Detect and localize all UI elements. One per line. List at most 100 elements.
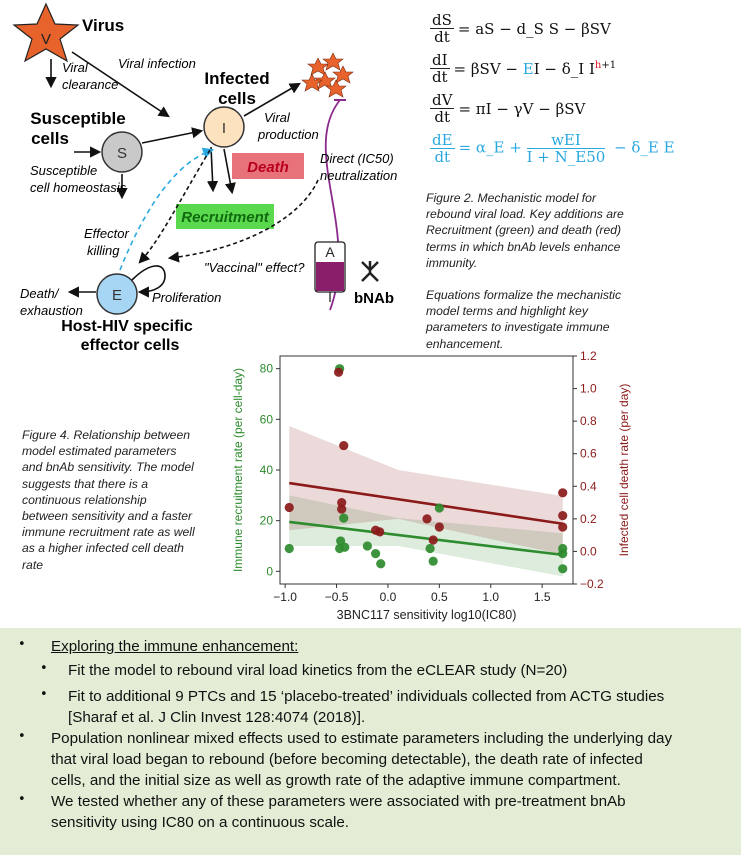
y-right-tick-label: 1.0: [580, 382, 597, 396]
data-point: [425, 543, 435, 554]
data-point: [558, 549, 568, 559]
bnab-label: bNAb: [354, 290, 394, 307]
eq2-rhs: = βSV − EI − δ_I Ih+1: [454, 60, 617, 78]
effector-killing-2: killing: [87, 243, 120, 258]
fig4-line: as a higher infected cell death: [22, 541, 184, 556]
eq4-rhs-b: − δ_E E: [609, 138, 675, 157]
infected-node: [203, 106, 245, 148]
proliferation-loop-arrow: [131, 265, 166, 298]
fig2-line: Figure 2. Mechanistic model for: [426, 191, 597, 205]
death-arrow: [223, 148, 236, 195]
susceptible-to-infected-arrow: [141, 127, 204, 144]
eq2-rhs-e: E: [522, 59, 534, 78]
vaccinal-effect-text: "Vaccinal" effect?: [204, 260, 305, 275]
y-left-tick-label: 0: [266, 564, 273, 578]
data-point: [558, 488, 568, 498]
x-tick-label: 0.5: [431, 590, 448, 604]
recruitment-box: [176, 204, 274, 229]
eq4-den: dt: [434, 148, 451, 166]
death-box: [232, 153, 304, 179]
figure2-caption: Figure 2. Mechanistic model for rebound …: [426, 190, 726, 352]
data-point: [558, 511, 568, 521]
data-point: [558, 522, 568, 532]
vaccinal-effect-arrow: [167, 179, 319, 263]
fig2-line: parameters to investigate immune: [426, 320, 610, 335]
fig2-line: enhancement.: [426, 336, 504, 351]
fig4-line: model estimated parameters: [22, 444, 177, 459]
bullet-text: Population nonlinear mixed effects used …: [51, 730, 673, 747]
susceptible-title-1: Susceptible: [30, 109, 125, 128]
y-right-tick-label: 0.8: [580, 414, 597, 428]
antibody-icon: [361, 261, 379, 282]
virion-cluster-icon: [301, 52, 354, 98]
fig4-line: suggests that there is a: [22, 476, 149, 491]
x-tick-label: −1.0: [273, 590, 297, 604]
fig2-line: model terms and highlight key: [426, 304, 588, 319]
data-point: [284, 543, 294, 554]
host-effector-title-1: Host-HIV specific: [61, 318, 193, 335]
infected-cells-title-1: Infected: [204, 69, 269, 88]
host-effector-title-2: effector cells: [81, 337, 180, 354]
x-tick-label: 0.0: [380, 590, 397, 604]
susceptible-homeostasis-2: cell homeostasis: [30, 180, 127, 195]
viral-infection-text: Viral infection: [118, 56, 196, 71]
regression-line: [289, 481, 563, 526]
recruitment-arrow: [206, 146, 219, 193]
fig2-line: immunity.: [426, 255, 478, 270]
death-exhaustion-1: Death/: [20, 286, 60, 301]
death-box-label: Death: [247, 159, 289, 176]
fig4-line: immune recruitment rate as well: [22, 525, 195, 540]
infected-node-label: I: [222, 120, 226, 137]
data-point: [340, 542, 350, 552]
confidence-band: [289, 495, 563, 577]
fig4-line: Figure 4. Relationship between: [22, 428, 191, 442]
y-left-tick-label: 40: [260, 463, 274, 477]
bullet-dot: •: [18, 637, 26, 652]
recruitment-box-label: Recruitment: [181, 209, 270, 226]
fig4-line: continuous relationship: [22, 492, 147, 507]
y-right-tick-label: −0.2: [580, 577, 604, 591]
x-tick-label: −0.5: [325, 590, 349, 604]
eq2-rhs-a: = βSV −: [453, 59, 523, 78]
eq1-den: dt: [434, 28, 450, 46]
virus-star-icon: [12, 2, 80, 63]
data-point: [339, 440, 349, 451]
data-point: [434, 522, 444, 532]
y-right-tick-label: 0.2: [580, 512, 597, 526]
virus-label: Virus: [82, 16, 124, 35]
bullet-text: We tested whether any of these parameter…: [51, 793, 626, 810]
fig2-line: rebound viral load. Key additions are: [426, 207, 624, 222]
eq2-den: dt: [431, 68, 448, 86]
data-point: [428, 535, 438, 545]
viral-clearance-text-2: clearance: [62, 77, 118, 92]
fig2-line: Recruitment (green) and death (red): [426, 223, 622, 238]
infected-cells-title-2: cells: [218, 89, 256, 108]
viral-clearance-text-1: Viral: [62, 60, 89, 75]
fig4-line: and bnAb sensitivity. The model: [22, 460, 194, 475]
eq2-rhs-b: I − δ_I I: [533, 59, 595, 78]
bullet-text: that viral load began to rebound (before…: [51, 751, 643, 768]
eq1-num: dS: [430, 11, 454, 29]
data-point: [428, 556, 438, 566]
bullet-text: Exploring the immune enhancement:: [51, 638, 299, 655]
regression-line: [289, 520, 563, 557]
y-right-tick-label: 0.0: [580, 544, 597, 558]
recruitment-to-effector-arrow: [138, 149, 211, 264]
bullet-text: sensitivity using IC80 on a continuous s…: [51, 814, 350, 831]
bullet-panel: •Exploring the immune enhancement:•Fit t…: [0, 628, 741, 855]
x-tick-label: 1.5: [534, 590, 551, 604]
data-point: [337, 497, 347, 508]
y-left-tick-label: 60: [260, 412, 274, 426]
effector-node: [96, 273, 138, 315]
eq2-rhs-c: +1: [601, 59, 617, 71]
data-point: [362, 541, 372, 551]
data-point: [339, 513, 349, 523]
death-exhaustion-2: exhaustion: [20, 303, 83, 318]
bullet-text: cells, and the initial size as well as g…: [51, 772, 621, 789]
effector-killing-arrow: [119, 147, 215, 271]
y-right-axis-label: Infected cell death rate (per day): [617, 384, 631, 557]
